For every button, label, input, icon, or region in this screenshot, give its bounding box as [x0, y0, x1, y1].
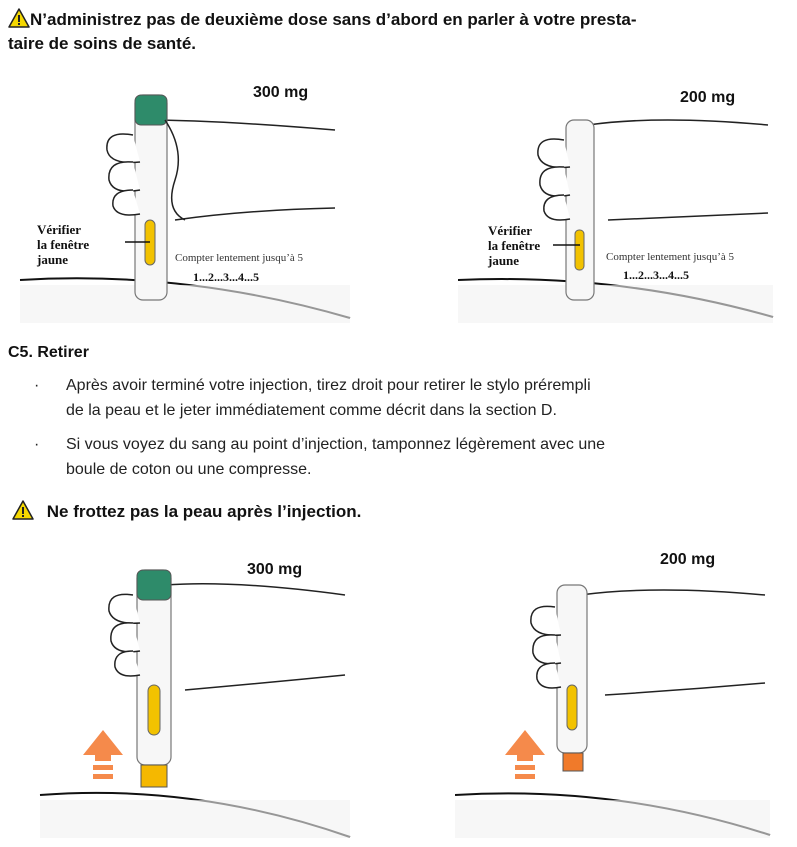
figure-bottom-left-300mg: 300 mg [35, 555, 355, 840]
warning-bottom: Ne frottez pas la peau après l’injection… [12, 500, 361, 524]
figure-top-right-200mg: 200 mg Vérifier la fenêtre jaune Compter… [457, 85, 778, 325]
count-numbers: 1...2...3...4...5 [193, 270, 259, 284]
dose-label: 300 mg [247, 561, 303, 578]
warning-top-line1: N’administrez pas de deuxième dose sans … [30, 10, 637, 29]
warning-top-line2: taire de soins de santé. [8, 34, 197, 53]
pen-removal-illustration [39, 569, 351, 838]
check-window-label: Vérifier la fenêtre jaune [37, 222, 90, 267]
section-title: C5. Retirer [8, 344, 89, 361]
dose-label: 300 mg [253, 84, 309, 101]
warning-triangle-icon [8, 8, 30, 28]
count-label: Compter lentement jusqu’à 5 [175, 252, 303, 264]
dose-label: 200 mg [680, 89, 736, 106]
warning-bottom-text: Ne frottez pas la peau après l’injection… [46, 502, 362, 521]
arrow-up-icon [83, 730, 123, 761]
check-window-label: Vérifier la fenêtre jaune [488, 223, 541, 268]
hand-pen-illustration [19, 94, 351, 323]
hand-pen-illustration [457, 119, 774, 323]
arrow-up-icon [505, 730, 545, 761]
warning-top: N’administrez pas de deuxième dose sans … [8, 8, 788, 56]
warning-triangle-icon [12, 500, 34, 520]
pen-removal-illustration [454, 584, 771, 838]
dose-label: 200 mg [660, 551, 716, 568]
figure-bottom-right-200mg: 200 mg [454, 545, 775, 840]
count-label: Compter lentement jusqu’à 5 [606, 251, 734, 263]
count-numbers: 1...2...3...4...5 [623, 268, 689, 282]
figure-top-left-300mg: 300 mg Vérifier la fenêtre jaune Compter… [15, 80, 355, 325]
